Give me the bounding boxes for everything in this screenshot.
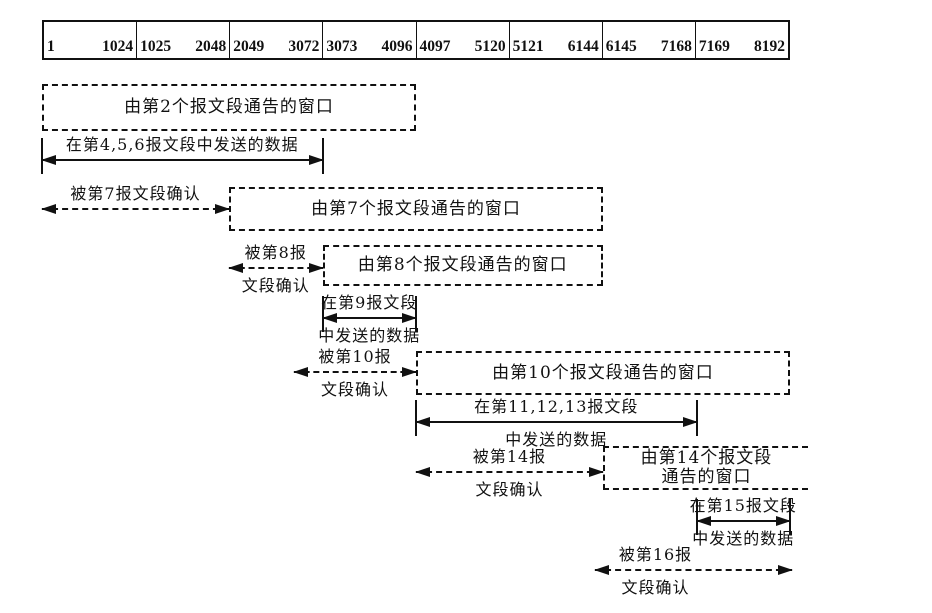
data-seg9-arrow-head-right [402,313,417,323]
window-seg7-box: 由第7个报文段通告的窗口 [229,187,603,231]
window-seg2-box: 由第2个报文段通告的窗口 [42,84,416,131]
data-seg4-6-tick-right [321,138,324,174]
ruler-cell-start: 3073 [326,37,358,55]
ack-seg7-arrow-line [42,208,229,210]
data-seg11-13-label-below: 中发送的数据 [505,430,608,449]
ruler-cell-end: 5120 [474,37,506,55]
ack-seg14-label-below: 文段确认 [475,480,544,499]
ruler-cell-start: 4097 [419,37,451,55]
data-seg11-13-tick-left [415,400,417,436]
data-seg9-arrow-line [322,317,416,319]
window-seg8-box: 由第8个报文段通告的窗口 [322,245,603,286]
window-label: 由第10个报文段通告的窗口 [492,362,714,383]
ruler-cell-start: 5121 [512,37,544,55]
ack-seg10-arrow-line [294,371,416,373]
ack-seg16-arrow-head-right [778,565,793,575]
ruler-cell-end: 2048 [195,37,227,55]
window-label: 通告的窗口 [661,467,752,487]
data-seg15-tick-left [695,499,698,535]
ruler-cell-end: 6144 [567,37,599,55]
ack-seg7-label-above: 被第7报文段确认 [70,184,201,203]
data-seg9-label-below: 中发送的数据 [318,326,421,345]
ack-seg14-arrow-line [416,471,603,473]
data-seg11-13-tick-right [695,400,698,436]
data-seg9-tick-left [321,296,324,332]
window-label: 由第2个报文段通告的窗口 [124,97,334,117]
ack-seg14-arrow-head-right [589,467,604,477]
ruler-cell-start: 1025 [140,37,172,55]
ruler-cell-end: 3072 [288,37,320,55]
ruler-cell: 1025 2048 [137,22,231,58]
ack-seg7-arrow-head-left [41,204,56,214]
ack-seg7-arrow-head-right [215,204,230,214]
data-seg15-arrow-head-left [695,516,711,526]
data-seg9-tick-right [415,296,417,332]
ruler-cell-start: 7169 [698,37,730,55]
ruler-cell: 5121 6144 [510,22,603,58]
data-seg15-label-above: 在第15报文段 [689,496,797,515]
ruler-cell: 2049 3072 [230,22,324,58]
ack-seg8-arrow-head-left [228,263,243,273]
data-seg15-arrow-head-right [776,516,791,526]
ack-seg8-label-above: 被第8报 [244,243,307,262]
data-seg9-label-above: 在第9报文段 [321,293,418,312]
ruler-cell-end: 8192 [754,37,785,55]
data-seg9-arrow-head-left [321,313,337,323]
ack-seg14-arrow-head-left [415,467,430,477]
ruler-cell: 3073 4096 [323,22,417,58]
ack-seg14-label-above: 被第14报 [472,447,547,466]
window-label: 由第14个报文段 [640,448,773,468]
ack-seg8-arrow-line [229,267,323,269]
ruler-cell-start: 2049 [233,37,265,55]
window-label: 由第7个报文段通告的窗口 [311,198,521,219]
window-label: 由第8个报文段通告的窗口 [357,255,568,275]
ruler-cell: 1 1024 [44,22,138,58]
ack-seg16-label-above: 被第16报 [618,545,693,564]
data-seg11-13-arrow-line [416,421,697,423]
data-seg4-6-arrow-head-left [41,155,56,165]
ack-seg16-arrow-head-left [594,565,609,575]
ruler-cell-end: 1024 [102,37,134,55]
ack-seg16-label-below: 文段确认 [621,578,690,597]
data-seg15-tick-right [789,499,791,535]
data-seg4-6-label-above: 在第4,5,6报文段中发送的数据 [65,135,299,154]
ack-seg10-label-above: 被第10报 [318,347,392,366]
data-seg4-6-tick-left [41,138,43,174]
ruler-cell: 6145 7168 [603,22,696,58]
data-seg11-13-arrow-head-right [682,417,698,427]
data-seg15-label-below: 中发送的数据 [692,529,795,548]
data-seg4-6-arrow-head-right [308,155,324,165]
data-seg4-6-arrow-line [42,159,323,161]
ruler-cell-start: 6145 [605,37,637,55]
ack-seg10-arrow-head-right [402,367,417,377]
ruler-cell-end: 4096 [381,37,413,55]
data-seg11-13-arrow-head-left [415,417,430,427]
ack-seg8-label-below: 文段确认 [241,276,310,295]
ack-seg16-arrow-line [595,569,792,571]
window-seg14-box: 由第14个报文段通告的窗口 [603,446,808,490]
ruler-cell-start: 1 [47,37,55,55]
ack-seg8-arrow-head-right [308,263,324,273]
ack-seg10-arrow-head-left [293,367,308,377]
ack-seg10-label-below: 文段确认 [320,380,390,399]
ruler-cell-end: 7168 [660,37,692,55]
ruler-cell: 4097 5120 [417,22,510,58]
window-seg10-box: 由第10个报文段通告的窗口 [416,351,790,395]
ruler-cell: 7169 8192 [696,22,788,58]
data-seg11-13-label-above: 在第11,12,13报文段 [474,397,639,416]
data-seg15-arrow-line [696,520,790,522]
